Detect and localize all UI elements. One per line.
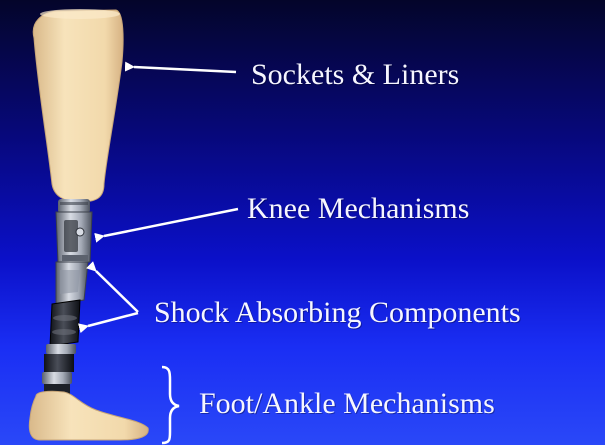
foot-brace: [162, 367, 179, 443]
socket-liner: [33, 10, 123, 202]
knee-mechanism: [56, 199, 92, 262]
label-sockets-liners: Sockets & Liners: [251, 60, 459, 90]
knee-arrow: [104, 209, 238, 236]
sockets-arrow: [134, 67, 236, 72]
label-foot-ankle-mechanisms: Foot/Ankle Mechanisms: [199, 389, 495, 419]
shock-arrow-lower: [88, 313, 138, 326]
label-shock-absorbing-components: Shock Absorbing Components: [154, 298, 521, 328]
foot-ankle-mechanism: [29, 391, 148, 440]
label-knee-mechanisms: Knee Mechanisms: [247, 194, 469, 224]
shock-arrow-upper: [96, 271, 138, 312]
shock-absorbing-components: [42, 262, 88, 398]
